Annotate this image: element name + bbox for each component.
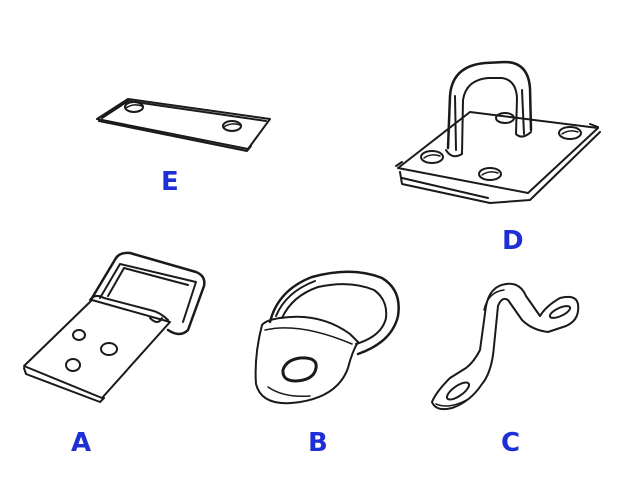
- label-c: C: [501, 428, 521, 458]
- hardware-a-strap-hanger: [23, 251, 206, 403]
- hardware-b-d-ring-hanger: [254, 270, 400, 405]
- hardware-c-saddle-clip: [431, 282, 580, 411]
- hardware-e-flat-plate: [96, 98, 271, 152]
- label-a: A: [71, 428, 92, 458]
- label-b: B: [308, 428, 328, 458]
- label-d: D: [502, 226, 524, 256]
- label-e: E: [161, 167, 179, 197]
- hardware-d-staple-plate: [395, 60, 601, 204]
